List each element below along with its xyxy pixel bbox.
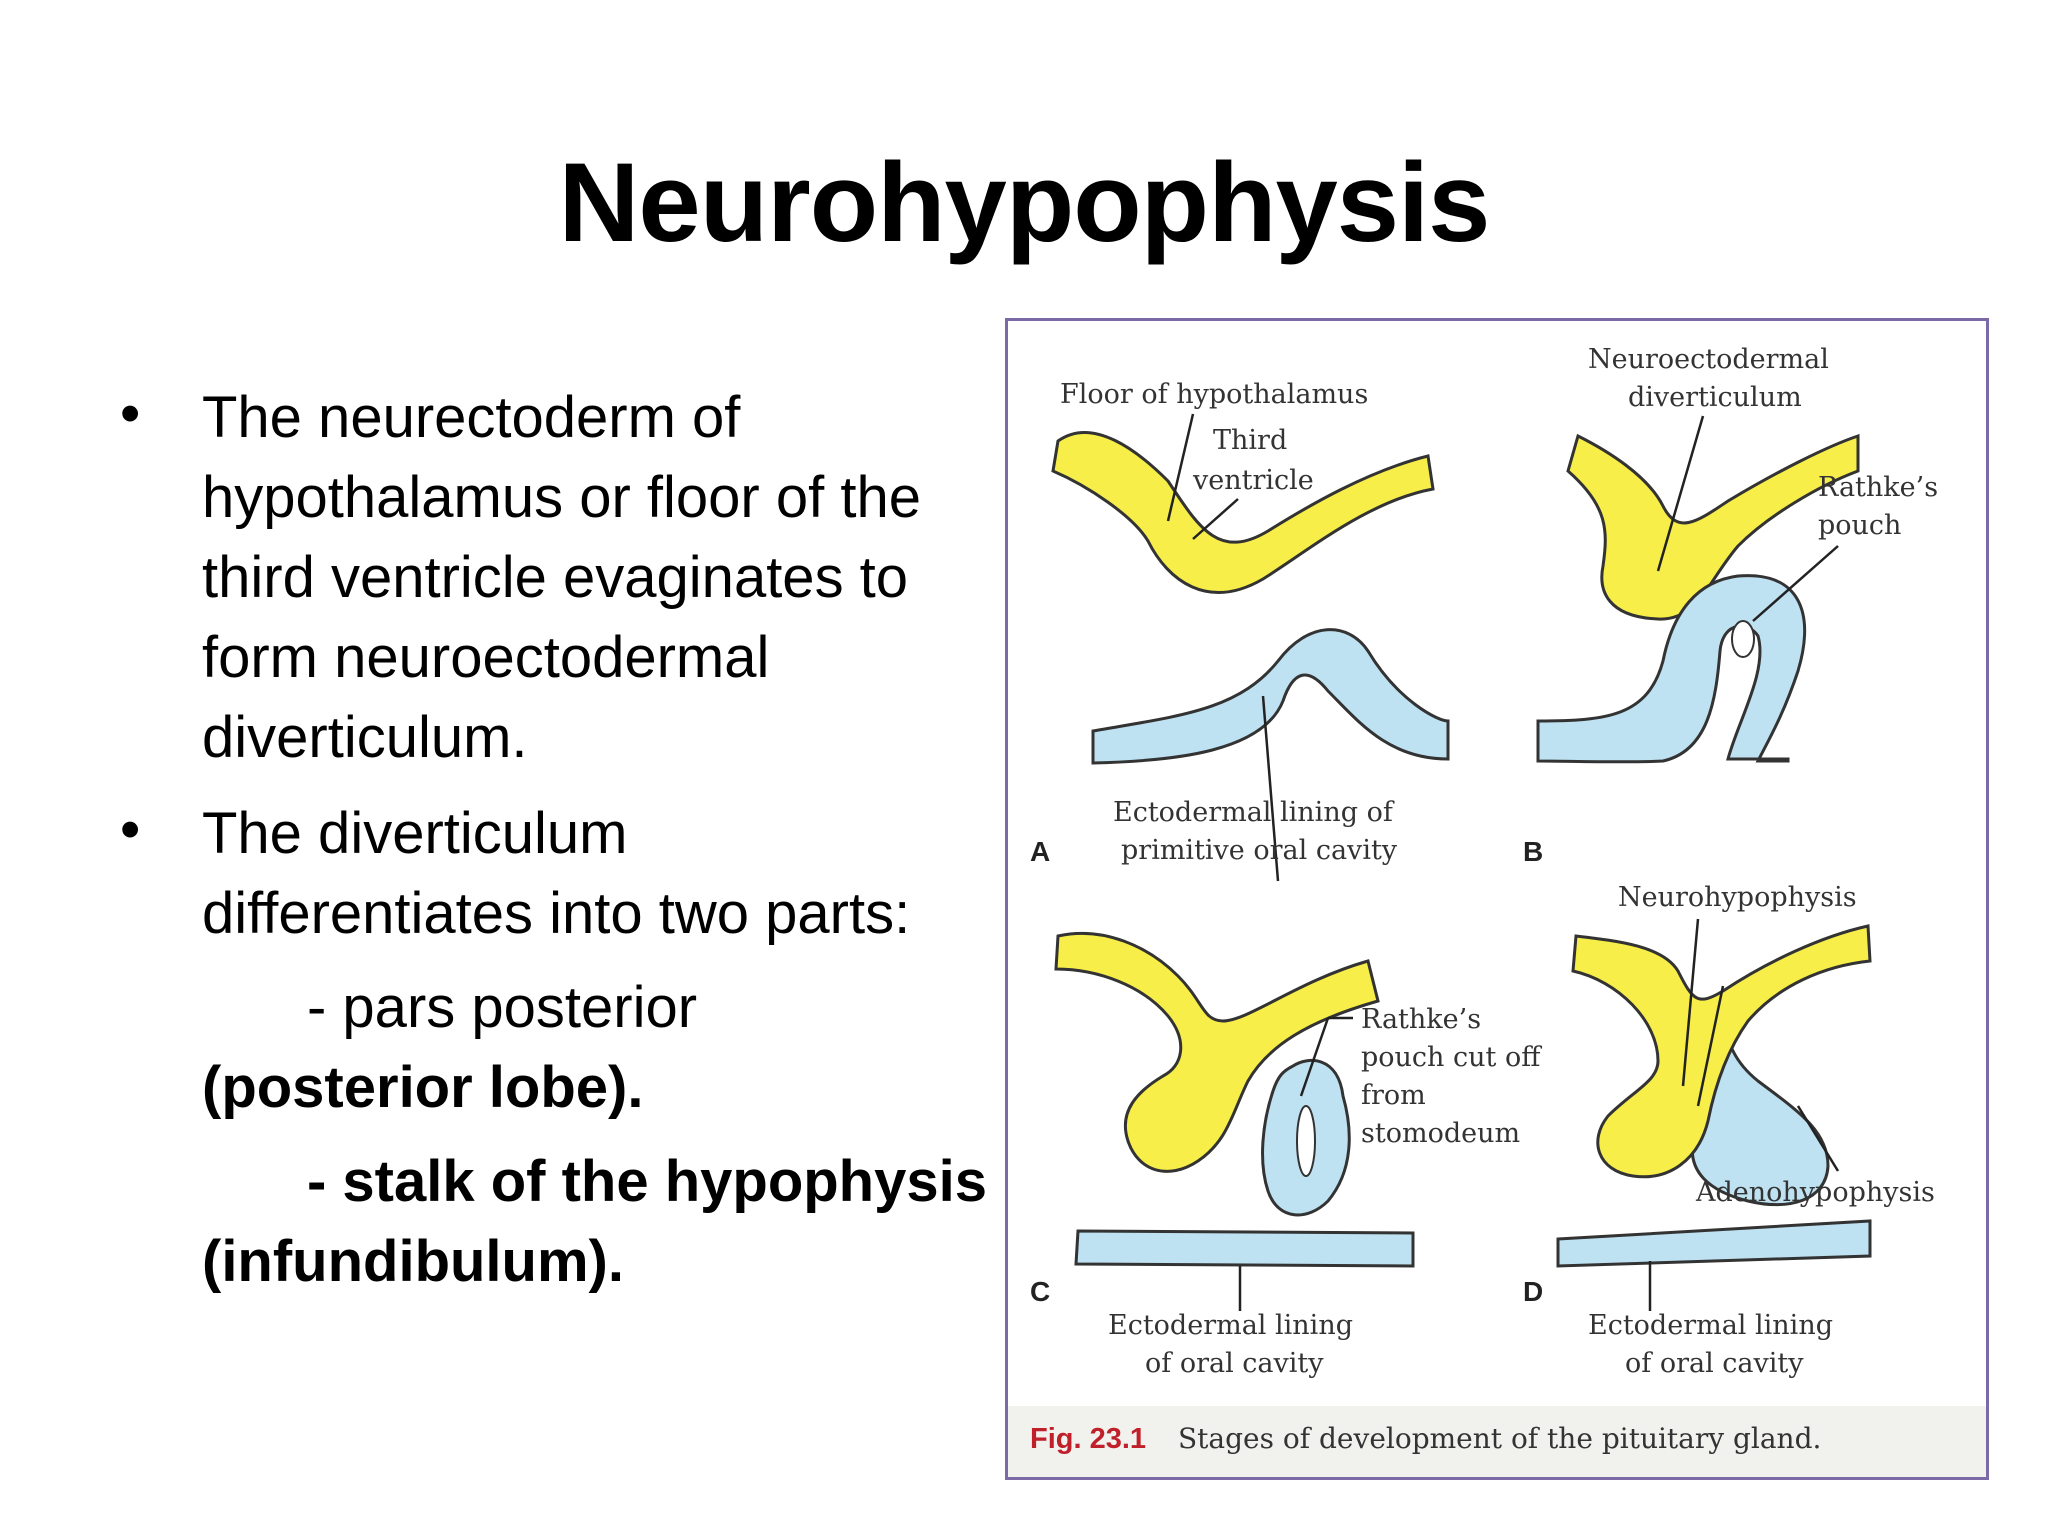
- subitem-prefix: - stalk of the hypophysis: [307, 1149, 987, 1214]
- label-floor-of-hypothalamus: Floor of hypothalamus: [1060, 379, 1368, 410]
- bullet-glyph: •: [120, 797, 141, 862]
- panel-c-oral-ectoderm: [1074, 1229, 1415, 1268]
- panel-a-leader: [1192, 498, 1239, 540]
- bullet-line: diverticulum.: [202, 705, 528, 770]
- panel-d-leader: [1796, 1105, 1840, 1172]
- label-neurohypophysis: Neurohypophysis: [1618, 882, 1857, 913]
- bullet-item-1: • The neurectoderm of hypothalamus or fl…: [120, 378, 1000, 778]
- label-ectodermal-oral-d: Ectodermal lining: [1588, 1310, 1833, 1341]
- label-neuroectodermal: Neuroectodermal: [1588, 344, 1829, 375]
- panel-label-c: C: [1030, 1276, 1050, 1307]
- figure-drawing: Floor of hypothalamus Third ventricle Ec…: [1008, 344, 1986, 1477]
- subitem-pars-posterior: - pars posterior (posterior lobe).: [202, 968, 1000, 1128]
- subitem-detail: (posterior lobe).: [202, 1055, 644, 1120]
- pituitary-development-figure: Floor of hypothalamus Third ventricle Ec…: [1005, 318, 1989, 1480]
- label-rathkes-cut: stomodeum: [1361, 1118, 1520, 1149]
- label-rathkes-pouch: pouch: [1818, 510, 1901, 541]
- caption-band: [1008, 1406, 1986, 1477]
- panel-c-pouch-lumen: [1296, 1105, 1316, 1177]
- panel-b-leader: [1752, 545, 1839, 622]
- caption-text: Stages of development of the pituitary g…: [1178, 1422, 1821, 1455]
- subitem-stalk: - stalk of the hypophysis (infundibulum)…: [202, 1142, 1000, 1302]
- label-rathkes-cut: pouch cut off: [1361, 1042, 1542, 1073]
- label-ectodermal-oral-c: of oral cavity: [1145, 1348, 1324, 1379]
- label-neuroectodermal: diverticulum: [1628, 382, 1802, 413]
- bullet-line: The neurectoderm of: [202, 385, 741, 450]
- bullet-line: differentiates into two parts:: [202, 881, 911, 946]
- panel-d-leader: [1681, 918, 1700, 1087]
- panel-a-oral-ectoderm: [1091, 628, 1450, 765]
- panel-label-d: D: [1523, 1276, 1543, 1307]
- panel-c-neuroectoderm: [1054, 931, 1380, 1173]
- panel-a-neuroectoderm: [1051, 430, 1435, 594]
- bullet-line: hypothalamus or floor of the: [202, 465, 921, 530]
- panel-b-pouch-lumen: [1731, 620, 1755, 658]
- label-third-ventricle: Third: [1213, 425, 1287, 456]
- panel-label-b: B: [1523, 836, 1543, 867]
- subitem-prefix: - pars posterior: [307, 975, 698, 1040]
- label-ectodermal-primitive: Ectodermal lining of: [1113, 797, 1395, 828]
- label-rathkes-cut: Rathke’s: [1361, 1004, 1481, 1035]
- panel-c-leader: [1299, 1017, 1330, 1097]
- bullet-glyph: •: [120, 381, 141, 446]
- panel-a-leader: [1166, 413, 1195, 522]
- caption-number: Fig. 23.1: [1030, 1423, 1146, 1455]
- panel-d-neuroectoderm: [1571, 924, 1872, 1179]
- label-ectodermal-oral-d: of oral cavity: [1625, 1348, 1804, 1379]
- panel-b-leader: [1656, 415, 1705, 572]
- label-rathkes-cut: from: [1361, 1080, 1426, 1111]
- panel-d-oral-ectoderm: [1556, 1219, 1872, 1268]
- label-rathkes-pouch: Rathke’s: [1818, 472, 1938, 503]
- bullet-line: third ventricle evaginates to: [202, 545, 909, 610]
- slide-body: • The neurectoderm of hypothalamus or fl…: [120, 378, 1000, 1302]
- subitem-detail: (infundibulum).: [202, 1229, 624, 1294]
- bullet-item-2: • The diverticulum differentiates into t…: [120, 794, 1000, 1302]
- label-adenohypophysis: Adenohypophysis: [1695, 1177, 1935, 1208]
- bullet-line: The diverticulum: [202, 801, 628, 866]
- slide-title: Neurohypophysis: [558, 140, 1491, 265]
- label-third-ventricle: ventricle: [1192, 465, 1314, 496]
- panel-a-leader: [1261, 695, 1280, 882]
- panel-label-a: A: [1030, 836, 1050, 867]
- panel-d-leader: [1696, 985, 1725, 1107]
- label-ectodermal-primitive: primitive oral cavity: [1121, 835, 1398, 866]
- bullet-line: form neuroectodermal: [202, 625, 770, 690]
- label-ectodermal-oral-c: Ectodermal lining: [1108, 1310, 1353, 1341]
